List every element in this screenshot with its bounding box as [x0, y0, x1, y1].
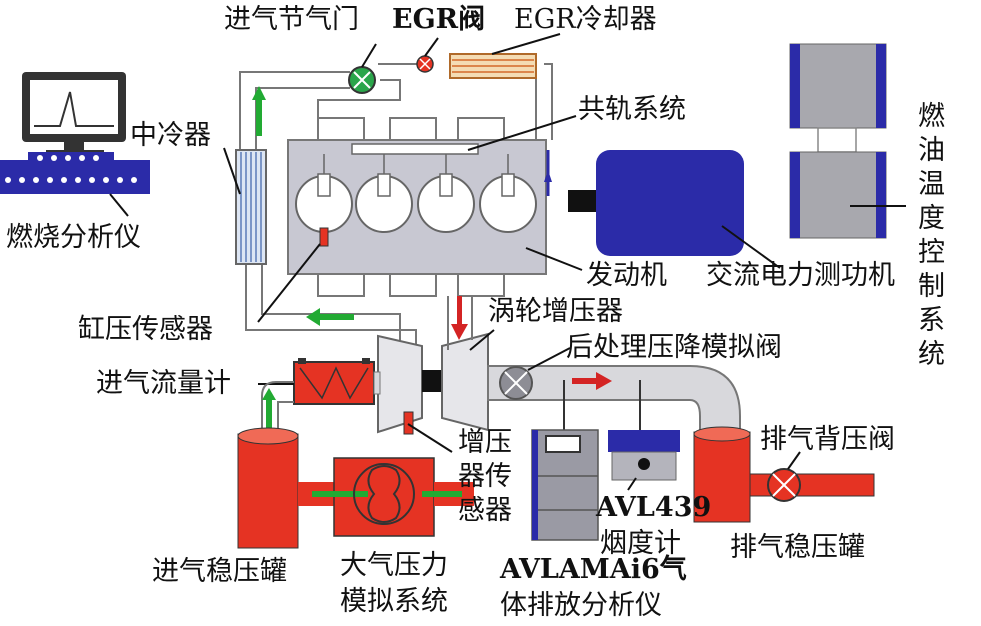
back-pressure-valve-icon	[767, 451, 801, 502]
exhaust-back-pressure-valve-label: 排气背压阀	[760, 424, 895, 455]
atm-sim-label-line1: 大气压力	[340, 550, 448, 581]
fuel-temperature-control-icon	[789, 43, 906, 239]
intercooler-label: 中冷器	[130, 120, 211, 151]
intake-flowmeter-icon	[258, 358, 381, 405]
boost-sensor-label: 增压器传感器	[458, 427, 512, 526]
atmospheric-pressure-simulator-icon	[298, 457, 474, 537]
dynamometer-label: 交流电力测功机	[706, 260, 895, 291]
egr-cooler-label: EGR冷却器	[514, 4, 657, 35]
intake-flowmeter-label: 进气流量计	[96, 368, 231, 399]
throttle-valve-icon	[348, 43, 377, 94]
egr-valve-icon	[416, 37, 439, 73]
smoke-meter-label: 烟度计	[600, 528, 681, 559]
after-treatment-valve-icon	[499, 347, 571, 400]
after-treatment-valve-label: 后处理压降模拟阀	[566, 332, 782, 363]
intercooler-icon	[235, 149, 267, 265]
intake-surge-tank-icon	[237, 427, 299, 549]
egr-valve-label: EGR阀	[392, 4, 486, 35]
gas-emission-analyzer-icon	[531, 380, 599, 541]
turbocharger-label: 涡轮增压器	[488, 296, 623, 327]
turbocharger-icon	[377, 329, 495, 453]
combustion-analyzer-label: 燃烧分析仪	[6, 222, 141, 253]
intake-tank-pipe	[261, 381, 294, 430]
atm-sim-label-line2: 模拟系统	[340, 586, 448, 617]
common-rail-label: 共轨系统	[578, 94, 686, 125]
exhaust-surge-tank-label: 排气稳压罐	[730, 532, 865, 563]
engine-block	[287, 117, 552, 297]
gas-analyzer-label-line2: 体排放分析仪	[500, 590, 662, 621]
egr-cooler-icon	[449, 33, 561, 79]
exhaust-surge-tank-icon	[693, 426, 875, 523]
fuel-temp-control-label: 燃油温度控制系统	[918, 101, 945, 370]
exhaust-manifold-pipe	[447, 296, 473, 350]
cylinder-pressure-sensor-label: 缸压传感器	[78, 314, 213, 345]
exhaust-down-arrow	[451, 296, 468, 340]
gas-analyzer-label-line1: AVLAMAi6气	[500, 554, 687, 585]
intake-flow-arrows	[252, 86, 354, 326]
smoke-meter-icon	[608, 380, 680, 491]
dynamometer-icon	[568, 150, 744, 256]
engine-label: 发动机	[586, 260, 667, 291]
intake-surge-tank-label: 进气稳压罐	[152, 556, 287, 587]
throttle-label: 进气节气门	[224, 4, 359, 35]
combustion-analyzer-icon	[0, 72, 150, 217]
avl439-label: AVL439	[596, 492, 712, 523]
